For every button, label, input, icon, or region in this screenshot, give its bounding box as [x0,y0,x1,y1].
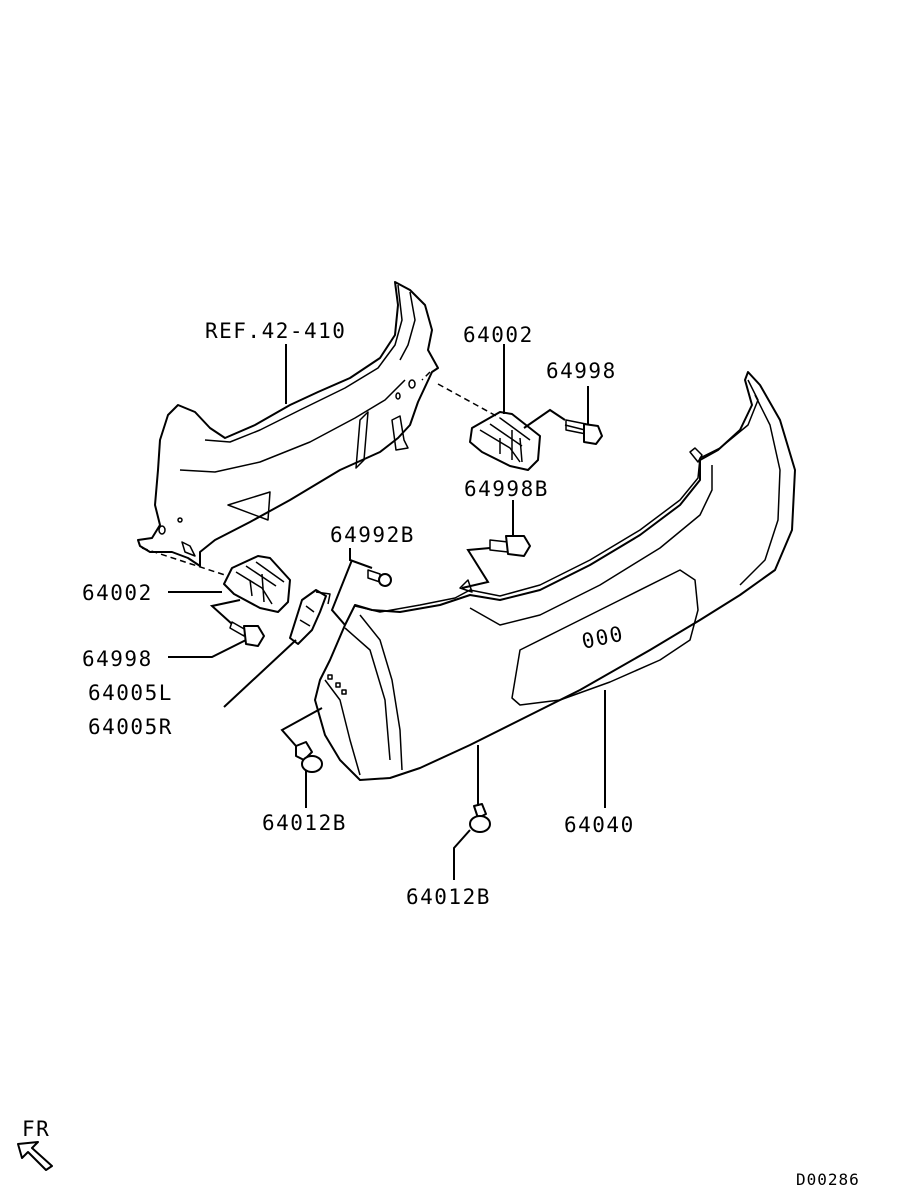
rear-bumper[interactable]: 000 [314,371,796,781]
label-bracket-right: 64002 [463,323,534,347]
label-retainer-r: 64005R [88,715,173,739]
label-bracket-left: 64002 [82,581,153,605]
diagram-code: D00286 [796,1170,860,1187]
label-bolt-right: 64998 [546,359,617,383]
alignment-lines [141,371,501,577]
bracket-left[interactable] [223,555,291,613]
clip-left[interactable] [295,741,323,773]
retainer[interactable] [289,589,331,645]
bolt-left[interactable] [229,621,265,647]
label-bolt-left: 64998 [82,647,153,671]
screw[interactable] [367,569,392,587]
bracket-right[interactable] [469,411,541,471]
leader-lines [168,344,606,880]
label-clip-center: 64012B [406,885,491,909]
front-arrow-icon [17,1141,53,1171]
label-retainer-l: 64005L [88,681,173,705]
bolt-right[interactable] [564,419,603,445]
bolt-center[interactable] [489,535,531,557]
clip-center[interactable] [469,803,491,833]
label-ref: REF.42-410 [205,319,346,343]
front-direction-label: FR [22,1117,50,1141]
label-screw: 64992B [330,523,415,547]
label-clip-left: 64012B [262,811,347,835]
front-direction-indicator: FR [17,1117,53,1171]
label-bolt-center: 64998B [464,477,549,501]
label-bumper: 64040 [564,813,635,837]
